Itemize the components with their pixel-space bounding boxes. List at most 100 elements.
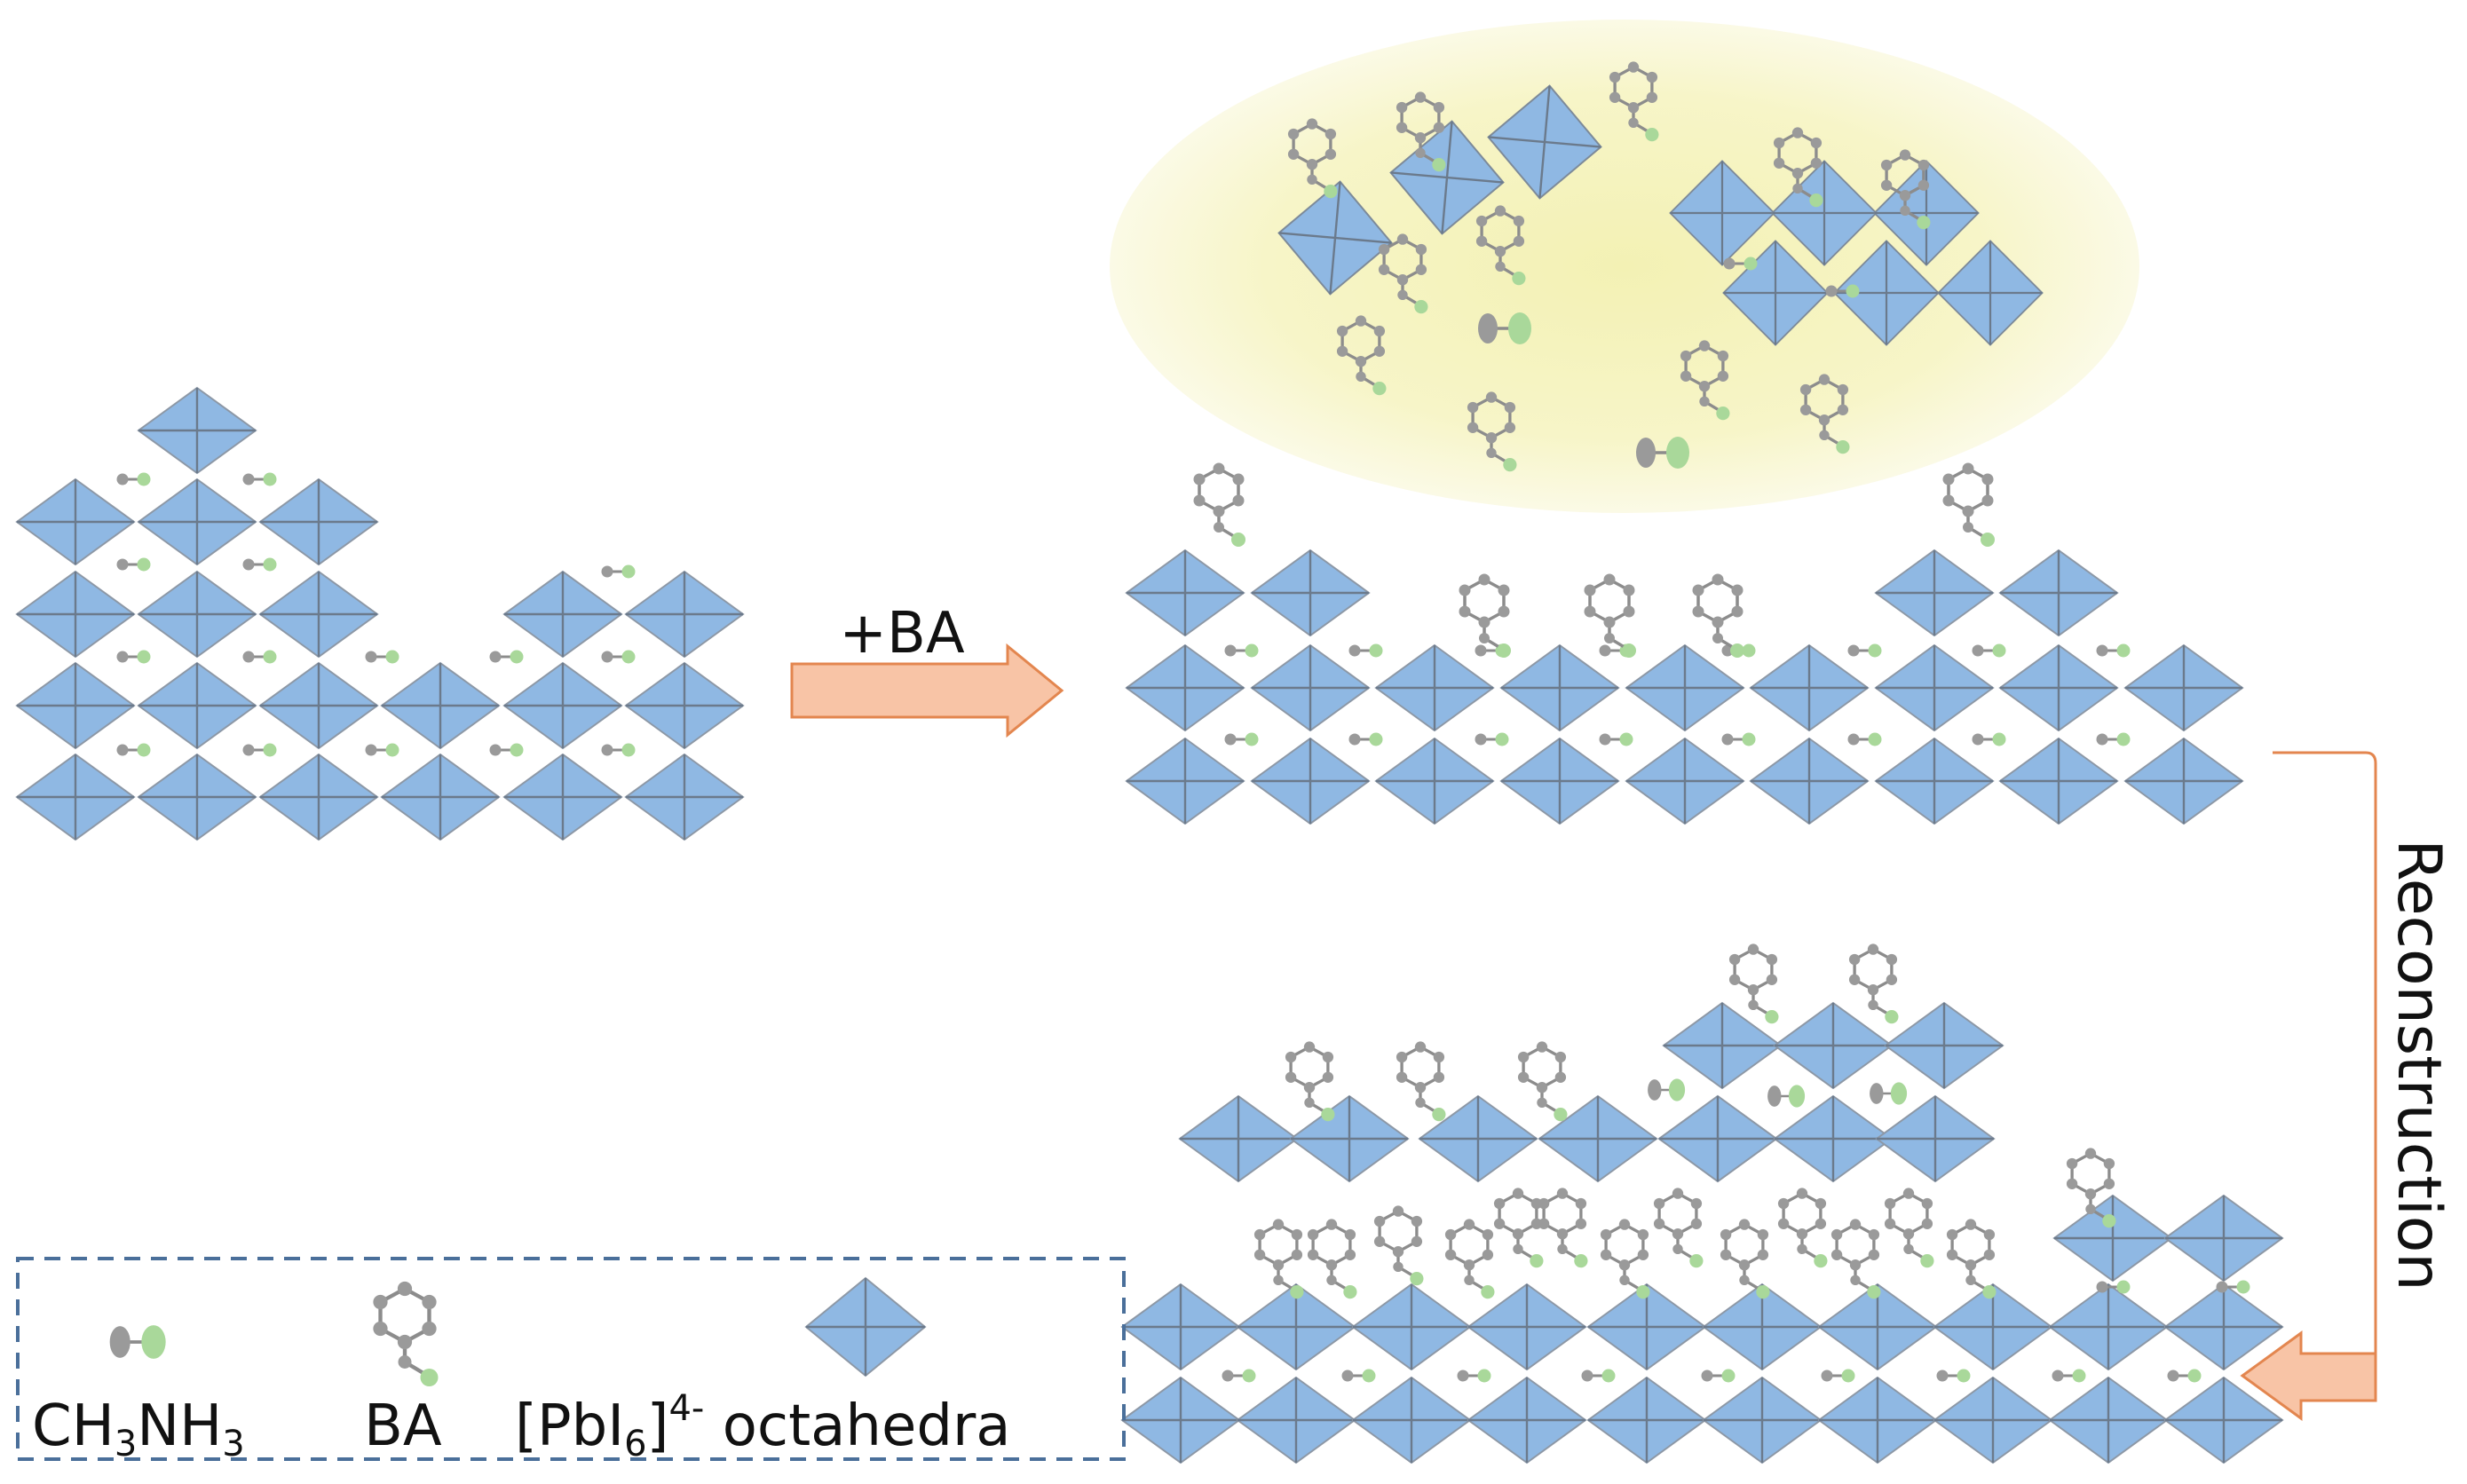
ch3nh3-ion (241, 471, 278, 487)
octahedron (137, 753, 257, 841)
octahedron (1817, 1376, 1938, 1464)
octahedron (2163, 1283, 2284, 1371)
octahedron (15, 753, 136, 841)
ch3nh3-ion (1456, 1368, 1492, 1384)
ch3nh3-ion (1646, 1077, 1687, 1102)
octahedron (502, 753, 623, 841)
legend-octahedron-icon (804, 1276, 927, 1377)
ba-molecule (1306, 1217, 1359, 1300)
octahedron (1467, 1376, 1587, 1464)
ch3nh3-ion (1221, 1368, 1257, 1384)
ba-molecule (1284, 1039, 1337, 1123)
ba-treated-lattice (1125, 461, 2244, 825)
octahedron (1884, 1001, 2004, 1090)
octahedron (1289, 1094, 1410, 1183)
ch3nh3-ion (1340, 1368, 1377, 1384)
octahedron (1499, 737, 1620, 825)
ba-molecule (1582, 572, 1638, 659)
reconstruction-arrow (2240, 751, 2377, 1421)
octahedron (2048, 1376, 2169, 1464)
legend-ch3nh3-label: CH3NH3 (32, 1393, 245, 1464)
ch3nh3-ion (1598, 731, 1634, 747)
ba-molecule (1537, 1186, 1590, 1269)
ch3nh3-ion (2051, 1368, 2087, 1384)
octahedron (137, 478, 257, 566)
octahedron (1120, 1376, 1241, 1464)
reconstructed-lattice (1120, 942, 2284, 1464)
ch3nh3-ion (1820, 1368, 1856, 1384)
solution-glow (1110, 20, 2139, 513)
ch3nh3-ion (241, 649, 278, 665)
octahedron (1374, 643, 1495, 732)
ch3nh3-ion (364, 649, 400, 665)
octahedron (1625, 737, 1745, 825)
octahedron (2048, 1283, 2169, 1371)
octahedron (1875, 1094, 1996, 1183)
ch3nh3-ion (1580, 1368, 1617, 1384)
octahedron (258, 570, 379, 659)
ba-molecule (1941, 461, 1997, 549)
octahedron (1998, 549, 2119, 637)
octahedron (1998, 737, 2119, 825)
ch3nh3-ion (1846, 731, 1883, 747)
ba-molecule (1191, 461, 1247, 549)
add-ba-label: +BA (839, 601, 965, 667)
add-ba-arrow (790, 643, 1064, 738)
ba-molecule (1652, 1186, 1705, 1269)
octahedron (1586, 1376, 1707, 1464)
ch3nh3-ion (1766, 1084, 1807, 1109)
ba-molecule (1253, 1217, 1306, 1300)
ba-molecule (1945, 1217, 1998, 1300)
ba-molecule (1372, 1204, 1426, 1287)
ch3nh3-ion (1720, 731, 1757, 747)
ch3nh3-ion (2095, 643, 2131, 659)
ch3nh3-ion (488, 649, 525, 665)
octahedron (624, 753, 745, 841)
ch3nh3-ion (1868, 1081, 1909, 1106)
octahedron (502, 570, 623, 659)
octahedron (1250, 549, 1371, 637)
octahedron (2052, 1194, 2173, 1283)
ba-molecule (1516, 1039, 1570, 1123)
octahedron (1657, 1094, 1778, 1183)
octahedron (1874, 737, 1995, 825)
octahedron (624, 570, 745, 659)
legend-box (16, 1257, 1126, 1461)
octahedron (1662, 1001, 1783, 1090)
octahedron (2123, 737, 2244, 825)
ch3nh3-ion (241, 556, 278, 572)
octahedron (1998, 643, 2119, 732)
octahedron (502, 661, 623, 750)
octahedron (2163, 1194, 2284, 1283)
octahedron (1250, 643, 1371, 732)
ba-molecule (1830, 1217, 1883, 1300)
ba-molecule (1719, 1217, 1772, 1300)
octahedron (380, 661, 501, 750)
ba-molecule (1599, 1217, 1652, 1300)
octahedron (1178, 1094, 1299, 1183)
ch3nh3-ion (1700, 1368, 1736, 1384)
ch3nh3-ion (1348, 731, 1384, 747)
ba-molecule (1883, 1186, 1936, 1269)
octahedron (1374, 737, 1495, 825)
octahedron (1749, 737, 1870, 825)
legend-octahedra-label: [PbI6]4- octahedra (515, 1388, 1010, 1464)
octahedron (1749, 643, 1870, 732)
octahedron (624, 661, 745, 750)
ch3nh3-ion (364, 742, 400, 758)
initial-perovskite-lattice (15, 386, 745, 841)
octahedron (1773, 1001, 1894, 1090)
octahedron (380, 753, 501, 841)
ch3nh3-ion (115, 471, 152, 487)
ba-molecule (1395, 1039, 1448, 1123)
octahedron (1933, 1376, 2053, 1464)
ch3nh3-ion (1223, 643, 1260, 659)
ch3nh3-ion (488, 742, 525, 758)
ch3nh3-ion (600, 649, 637, 665)
legend-ba-icon (373, 1282, 438, 1386)
octahedron (1625, 643, 1745, 732)
ba-molecule (1690, 572, 1746, 659)
octahedron (1874, 549, 1995, 637)
ba-molecule (1457, 572, 1513, 659)
octahedron (15, 661, 136, 750)
